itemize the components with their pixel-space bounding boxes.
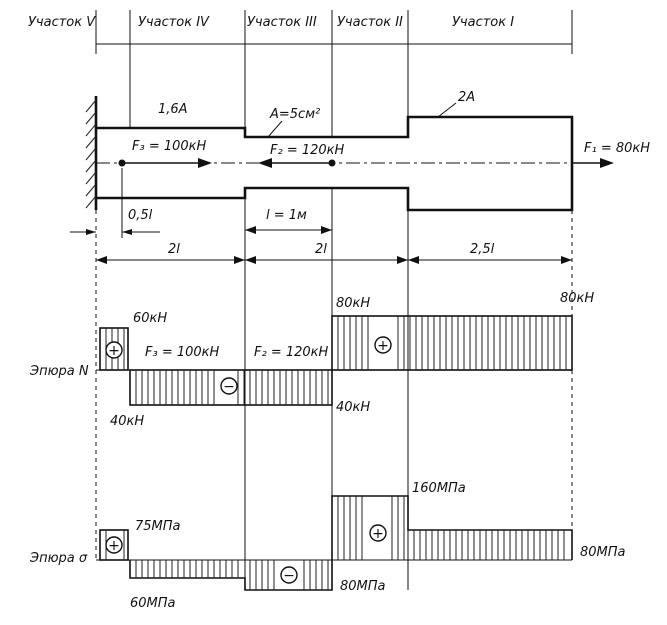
normal-force-diagram: + − + Эпюра N 60кН 40кН 80кН 80кН 40кН F… — [29, 291, 594, 429]
stress-value-60: 60МПа — [130, 596, 176, 611]
stress-value-160: 160МПа — [412, 481, 466, 496]
normal-sign-plus-2: + — [377, 338, 389, 354]
normal-value-80b: 80кН — [560, 291, 594, 306]
section-label-5: Участок V — [28, 15, 96, 30]
section-header: Участок V Участок IV Участок III Участок… — [28, 10, 573, 54]
f2-label: F₂ = 120кН — [270, 143, 345, 158]
section-label-3: Участок III — [247, 15, 317, 30]
normal-f2-label: F₂ = 120кН — [254, 345, 329, 360]
f3-arrowhead — [198, 158, 212, 168]
dim-05l: 0,5l — [128, 208, 153, 223]
stress-sign-plus-2: + — [372, 526, 384, 542]
section-label-2: Участок II — [337, 15, 403, 30]
normal-value-40a: 40кН — [110, 414, 144, 429]
stress-sign-minus: − — [283, 568, 295, 584]
f3-label: F₃ = 100кН — [132, 139, 207, 154]
projection-lines — [95, 44, 573, 590]
area-label-16a: 1,6A — [158, 102, 188, 117]
section-label-4: Участок IV — [138, 15, 210, 30]
stress-hatch-minus — [135, 560, 329, 590]
normal-sign-minus: − — [223, 379, 235, 395]
stress-value-80b: 80МПа — [340, 579, 386, 594]
stress-sign-plus-1: + — [108, 538, 120, 554]
dim-1m: l = 1м — [266, 208, 307, 223]
normal-value-80a: 80кН — [336, 296, 370, 311]
f2-arrowhead — [258, 158, 272, 168]
dimensions: 0,5l l = 1м 2l 2l 2,5l — [70, 168, 572, 264]
stress-hatch-plus — [337, 496, 565, 560]
stress-value-80a: 80МПа — [580, 545, 626, 560]
area-label-2a: 2A — [458, 90, 475, 105]
rod: F₁ = 80кН F₂ = 120кН F₃ = 100кН 1,6A A=5… — [85, 90, 650, 212]
stress-diagram-graph: + − + Эпюра σ 75МПа 60МПа 160МПа 80МПа 8… — [29, 481, 626, 611]
normal-hatch-plus-80 — [337, 316, 567, 370]
wall-hatching — [85, 99, 97, 209]
section-label-1: Участок I — [452, 15, 514, 30]
normal-f3-label: F₃ = 100кН — [145, 345, 220, 360]
normal-value-60: 60кН — [133, 311, 167, 326]
f1-arrowhead — [600, 158, 614, 168]
area-label-a: A=5см² — [269, 107, 320, 122]
stress-title: Эпюра σ — [29, 551, 88, 566]
f1-label: F₁ = 80кН — [584, 141, 650, 156]
stress-value-75: 75МПа — [135, 519, 181, 534]
normal-value-40b: 40кН — [336, 400, 370, 415]
dim-2l-a: 2l — [168, 242, 180, 257]
normal-hatch-minus-60 — [135, 370, 329, 405]
dim-2l-b: 2l — [315, 242, 327, 257]
normal-sign-plus-1: + — [108, 343, 120, 359]
dim-25l: 2,5l — [470, 242, 495, 257]
normal-title: Эпюра N — [29, 364, 89, 379]
